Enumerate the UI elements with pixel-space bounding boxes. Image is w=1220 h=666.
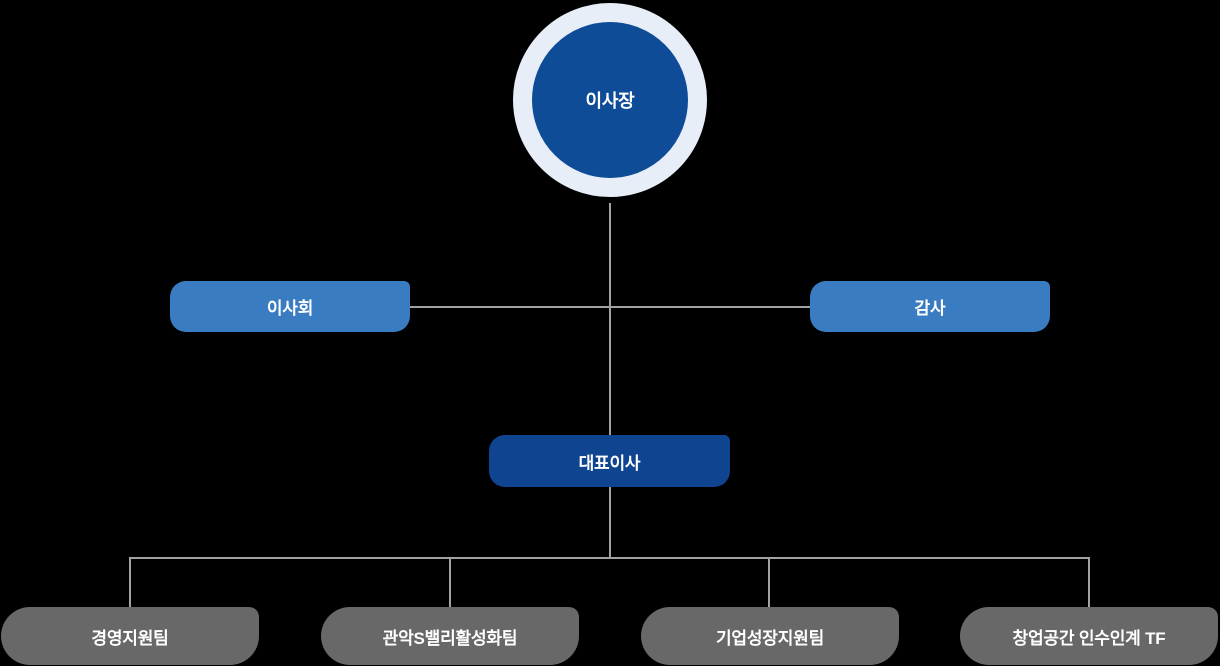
connector-vertical-spine	[609, 203, 611, 557]
board-label: 이사회	[266, 299, 314, 318]
auditor-node: 감사	[810, 281, 1050, 332]
team-node-management-support: 경영지원팀	[1, 607, 259, 665]
connector-horizontal-mid	[410, 306, 810, 308]
connector-drop-team-4	[1088, 557, 1090, 608]
chairman-label: 이사장	[585, 91, 635, 111]
connector-drop-team-3	[768, 557, 770, 608]
connector-horizontal-bottom	[129, 557, 1090, 559]
team-node-startup-space-tf: 창업공간 인수인계 TF	[960, 607, 1218, 665]
team-node-gwanak-s-valley: 관악S밸리활성화팀	[321, 607, 579, 665]
ceo-label: 대표이사	[578, 453, 641, 473]
chairman-node: 이사장	[513, 3, 707, 197]
auditor-label: 감사	[914, 299, 946, 318]
team-label: 창업공간 인수인계 TF	[1012, 628, 1166, 648]
ceo-node: 대표이사	[489, 435, 730, 487]
connector-drop-team-1	[129, 557, 131, 608]
team-label: 경영지원팀	[91, 628, 169, 648]
board-node: 이사회	[170, 281, 410, 332]
team-label: 관악S밸리활성화팀	[382, 628, 518, 648]
team-label: 기업성장지원팀	[715, 628, 825, 648]
connector-drop-team-2	[449, 557, 451, 608]
team-node-business-growth: 기업성장지원팀	[641, 607, 899, 665]
